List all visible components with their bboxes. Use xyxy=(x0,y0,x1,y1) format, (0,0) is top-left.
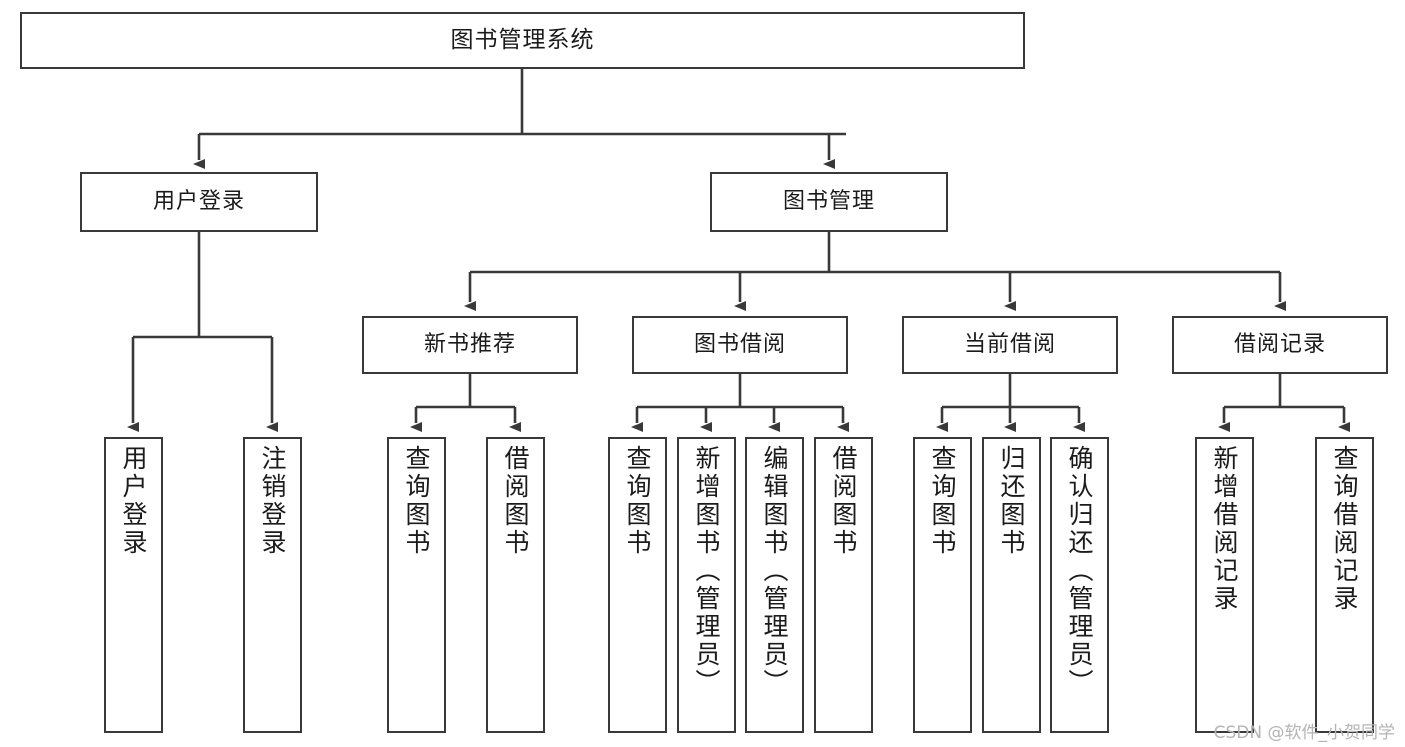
leaf-return-book-label: 归还图书 xyxy=(997,445,1026,557)
leaf-edit-book-admin-label: 编辑图书（管理员） xyxy=(760,445,789,697)
node-new-book-rec[interactable]: 新书推荐 xyxy=(362,316,578,374)
leaf-add-borrow-record-label: 新增借阅记录 xyxy=(1210,445,1239,613)
node-user-login[interactable]: 用户登录 xyxy=(80,172,318,232)
leaf-add-book-admin[interactable]: 新增图书（管理员） xyxy=(677,437,736,733)
node-root-label: 图书管理系统 xyxy=(450,27,595,54)
leaf-query-book-3-label: 查询图书 xyxy=(928,445,957,557)
leaf-logout-label: 注销登录 xyxy=(258,445,287,557)
node-book-borrow-label: 图书借阅 xyxy=(693,332,786,358)
node-borrow-record-label: 借阅记录 xyxy=(1233,332,1326,358)
leaf-borrow-book-1[interactable]: 借阅图书 xyxy=(486,437,545,733)
leaf-user-login-label: 用户登录 xyxy=(119,445,148,557)
node-book-manage-label: 图书管理 xyxy=(782,189,875,215)
node-book-manage[interactable]: 图书管理 xyxy=(710,172,948,232)
leaf-borrow-book-1-label: 借阅图书 xyxy=(501,445,530,557)
leaf-query-borrow-record[interactable]: 查询借阅记录 xyxy=(1315,437,1374,733)
leaf-edit-book-admin[interactable]: 编辑图书（管理员） xyxy=(745,437,804,733)
node-new-book-rec-label: 新书推荐 xyxy=(423,332,516,358)
node-user-login-label: 用户登录 xyxy=(152,189,245,215)
leaf-borrow-book-2-label: 借阅图书 xyxy=(829,445,858,557)
node-current-borrow[interactable]: 当前借阅 xyxy=(902,316,1118,374)
leaf-confirm-return-admin[interactable]: 确认归还（管理员） xyxy=(1050,437,1109,733)
leaf-add-borrow-record[interactable]: 新增借阅记录 xyxy=(1195,437,1254,733)
leaf-query-book-1-label: 查询图书 xyxy=(402,445,431,557)
node-current-borrow-label: 当前借阅 xyxy=(963,332,1056,358)
leaf-user-login[interactable]: 用户登录 xyxy=(104,437,163,733)
leaf-query-borrow-record-label: 查询借阅记录 xyxy=(1330,445,1359,613)
leaf-query-book-2[interactable]: 查询图书 xyxy=(608,437,667,733)
node-borrow-record[interactable]: 借阅记录 xyxy=(1172,316,1388,374)
leaf-query-book-2-label: 查询图书 xyxy=(623,445,652,557)
node-book-borrow[interactable]: 图书借阅 xyxy=(632,316,848,374)
leaf-borrow-book-2[interactable]: 借阅图书 xyxy=(814,437,873,733)
leaf-add-book-admin-label: 新增图书（管理员） xyxy=(692,445,721,697)
node-root[interactable]: 图书管理系统 xyxy=(20,12,1025,69)
leaf-query-book-3[interactable]: 查询图书 xyxy=(913,437,972,733)
leaf-logout[interactable]: 注销登录 xyxy=(243,437,302,733)
leaf-query-book-1[interactable]: 查询图书 xyxy=(387,437,446,733)
leaf-confirm-return-admin-label: 确认归还（管理员） xyxy=(1065,445,1094,697)
leaf-return-book[interactable]: 归还图书 xyxy=(982,437,1041,733)
